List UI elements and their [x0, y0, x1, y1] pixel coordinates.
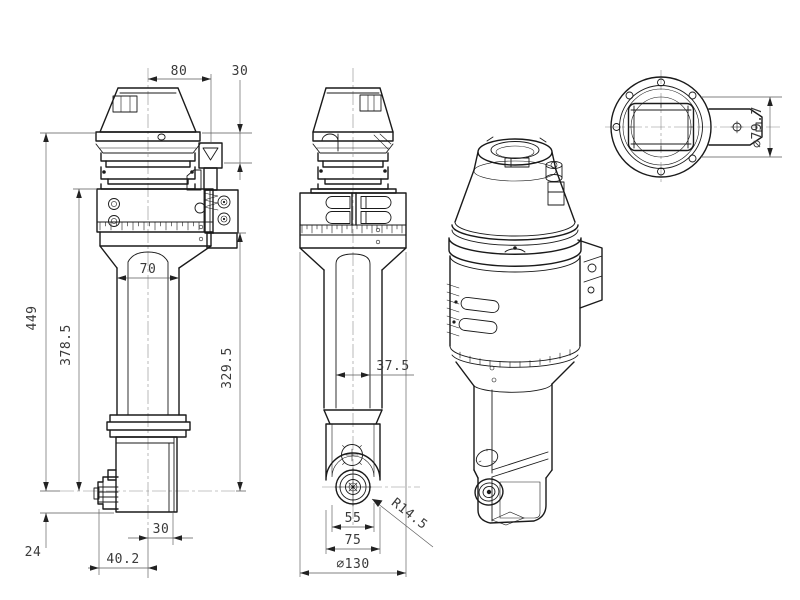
- top-dimensions: ⌀79.7: [701, 96, 782, 158]
- iso-housing-drum: [446, 255, 581, 383]
- dim-30-top-label: 30: [232, 64, 249, 79]
- side-taper-shank: [312, 87, 394, 133]
- iso-clamp-screw: [545, 161, 565, 206]
- iso-cone: [451, 160, 579, 246]
- dim-24-label: 24: [25, 545, 42, 560]
- front-flange: [95, 131, 201, 162]
- iso-side-block: [577, 239, 603, 309]
- front-dimensions: 80 30 449 378.5 70 329.5: [25, 64, 252, 578]
- dim-40-2-label: 40.2: [106, 552, 139, 567]
- dim-dia-130-label: ⌀130: [336, 557, 369, 572]
- side-head: [325, 423, 381, 507]
- dim-75-label: 75: [345, 533, 362, 548]
- iso-shaft: [455, 361, 575, 474]
- front-collar-rings: [100, 160, 196, 190]
- dim-378-5-label: 378.5: [59, 324, 74, 366]
- side-collar-rings: [310, 160, 397, 194]
- dim-70-label: 70: [140, 262, 157, 277]
- iso-flange-rings: [448, 224, 582, 267]
- dim-80-label: 80: [171, 64, 188, 79]
- dim-37-5-label: 37.5: [376, 359, 409, 374]
- side-shaft: [299, 247, 407, 425]
- dim-329-5-label: 329.5: [220, 347, 235, 389]
- dim-30-bottom-label: 30: [153, 522, 170, 537]
- top-broach-slot: [627, 102, 695, 152]
- front-housing: [96, 188, 214, 247]
- front-view: 80 30 449 378.5 70 329.5: [25, 64, 252, 578]
- dim-449-label: 449: [25, 306, 40, 331]
- dim-dia-79-7-label: ⌀79.7: [750, 106, 765, 148]
- front-shaft: [99, 245, 212, 416]
- front-centerlines: [60, 68, 236, 528]
- front-lower-rings: [106, 414, 191, 438]
- side-flange: [312, 131, 394, 162]
- dim-55-label: 55: [345, 511, 362, 526]
- front-head: [93, 436, 178, 513]
- side-housing: [299, 192, 407, 249]
- iso-head: [473, 448, 553, 526]
- top-flange: [610, 76, 712, 178]
- isometric-view: [446, 136, 603, 526]
- top-view: ⌀79.7: [605, 70, 782, 185]
- top-key-tab: [708, 108, 763, 146]
- iso-top-cup: [473, 136, 557, 171]
- front-taper-shank: [99, 87, 197, 133]
